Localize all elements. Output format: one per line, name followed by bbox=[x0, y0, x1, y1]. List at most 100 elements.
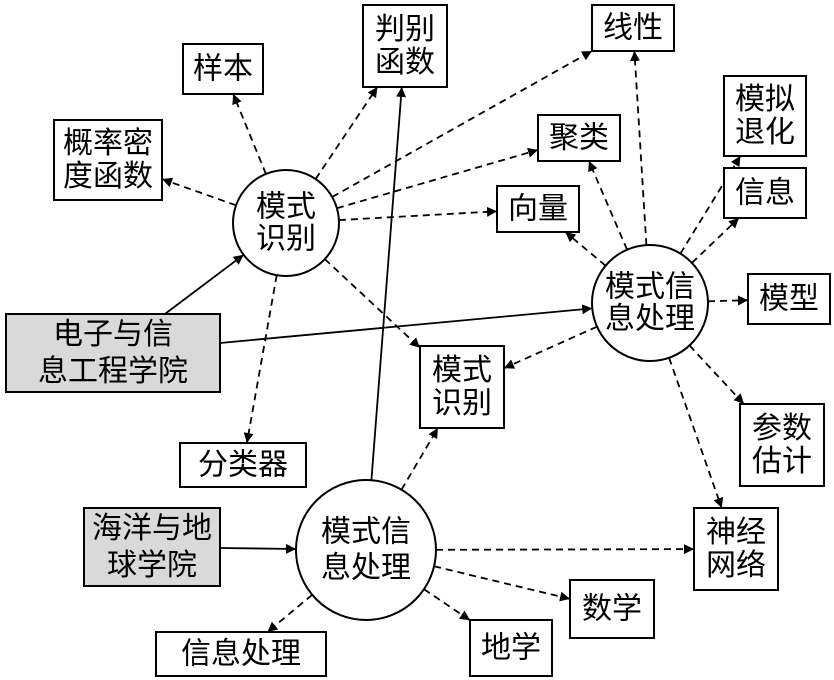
node-label-line: 模式 bbox=[432, 353, 492, 388]
node-label-line: 海洋与地 bbox=[92, 511, 212, 546]
node-label-line: 函数 bbox=[375, 45, 435, 80]
edge-c_pip_b-to-k_infoproc bbox=[266, 594, 313, 633]
node-label-line: 息工程学院 bbox=[38, 354, 188, 389]
node-label-line: 线性 bbox=[603, 11, 663, 46]
node-label-line: 度函数 bbox=[63, 159, 153, 194]
node-k_sample: 样本 bbox=[182, 43, 264, 95]
node-label-line: 地学 bbox=[481, 631, 541, 666]
node-label-line: 息处理 bbox=[605, 302, 695, 337]
nodes-layer: 电子与信息工程学院海洋与地球学院模式识别模式信息处理模式信息处理样本判别函数线性… bbox=[5, 4, 831, 677]
keyword-box bbox=[723, 167, 807, 219]
edge-c_pip_r-to-k_model bbox=[707, 295, 749, 306]
topic-circle bbox=[232, 169, 340, 277]
edge-c_pr-to-k_pdf bbox=[161, 177, 237, 207]
node-k_infoproc: 信息处理 bbox=[155, 631, 327, 677]
node-label-line: 网络 bbox=[706, 548, 766, 583]
node-label-line: 息处理 bbox=[321, 550, 411, 585]
node-k_info: 信息 bbox=[723, 167, 807, 219]
edge-c_pr-to-k_disc bbox=[314, 86, 379, 180]
node-k_classifier: 分类器 bbox=[179, 442, 307, 488]
edge-c_pip_b-to-k_nn bbox=[435, 544, 695, 555]
node-label-line: 电子与信 bbox=[53, 317, 173, 352]
edge-inst_ee-to-c_pip_r bbox=[219, 304, 593, 344]
edge-c_pip_r-to-k_vector bbox=[564, 231, 607, 267]
keyword-box bbox=[739, 403, 825, 487]
institution-box bbox=[83, 507, 221, 587]
edge-c_pr-to-k_vector bbox=[338, 206, 498, 221]
keyword-box bbox=[155, 631, 327, 677]
node-label-line: 球学院 bbox=[107, 548, 197, 583]
node-label-line: 模式信 bbox=[321, 515, 411, 550]
node-label-line: 样本 bbox=[193, 52, 253, 87]
keyword-box bbox=[693, 507, 779, 591]
node-label-line: 判别 bbox=[375, 12, 435, 47]
keyword-box bbox=[537, 114, 621, 162]
keyword-box bbox=[53, 119, 163, 201]
edge-inst_ee-to-c_pr bbox=[164, 254, 245, 315]
edge-inst_ocean-to-c_pip_b bbox=[219, 543, 297, 554]
edge-c_pr-to-k_cluster bbox=[336, 147, 539, 210]
node-label-line: 模拟 bbox=[735, 82, 795, 117]
node-k_linear: 线性 bbox=[591, 4, 675, 52]
node-label-line: 估计 bbox=[752, 444, 812, 479]
keyword-box bbox=[591, 4, 675, 52]
node-label-line: 识别 bbox=[256, 222, 316, 257]
node-label-line: 概率密 bbox=[63, 126, 153, 161]
node-label-line: 分类器 bbox=[198, 448, 288, 483]
node-k_model: 模型 bbox=[747, 273, 831, 325]
edge-c_pip_r-to-k_linear bbox=[630, 50, 648, 246]
keyword-box bbox=[362, 4, 448, 88]
keyword-box bbox=[179, 442, 307, 488]
keyword-box bbox=[182, 43, 264, 95]
node-label-line: 模式信 bbox=[605, 269, 695, 304]
edge-c_pr-to-k_linear bbox=[331, 50, 593, 198]
edge-c_pip_b-to-k_disc bbox=[370, 86, 407, 481]
node-label-line: 模式 bbox=[256, 189, 316, 224]
node-label-line: 神经 bbox=[706, 515, 766, 550]
edge-c_pip_r-to-k_nn bbox=[668, 357, 724, 509]
node-label-line: 信息处理 bbox=[181, 637, 301, 672]
node-k_math: 数学 bbox=[569, 579, 655, 639]
node-k_cluster: 聚类 bbox=[537, 114, 621, 162]
edge-c_pip_b-to-k_pr2 bbox=[400, 427, 439, 491]
keyword-box bbox=[469, 619, 553, 677]
node-label-line: 聚类 bbox=[549, 121, 609, 156]
keyword-box bbox=[496, 185, 580, 233]
topic-circle bbox=[295, 479, 437, 621]
keyword-box bbox=[747, 273, 831, 325]
node-label-line: 模型 bbox=[759, 282, 819, 317]
node-label-line: 数学 bbox=[582, 592, 642, 627]
edge-c_pip_r-to-k_pr2 bbox=[503, 325, 598, 370]
edge-c_pr-to-k_pr2 bbox=[324, 258, 421, 349]
edge-c_pr-to-k_sample bbox=[232, 93, 267, 175]
node-label-line: 识别 bbox=[432, 386, 492, 421]
edge-c_pip_r-to-k_param bbox=[688, 344, 745, 405]
keyword-box bbox=[419, 345, 505, 429]
node-label-line: 参数 bbox=[752, 411, 812, 446]
keyword-box bbox=[569, 579, 655, 639]
edge-c_pip_r-to-k_cluster bbox=[588, 160, 628, 251]
node-label-line: 退化 bbox=[735, 115, 795, 150]
node-k_vector: 向量 bbox=[496, 185, 580, 233]
keyword-box bbox=[723, 75, 807, 157]
edge-c_pip_b-to-k_geo bbox=[423, 588, 471, 622]
edge-c_pip_r-to-k_info bbox=[691, 217, 740, 264]
topic-circle bbox=[591, 244, 709, 362]
node-label-line: 信息 bbox=[735, 176, 795, 211]
node-k_geo: 地学 bbox=[469, 619, 553, 677]
node-label-line: 向量 bbox=[508, 192, 568, 227]
edges-layer bbox=[161, 50, 749, 633]
